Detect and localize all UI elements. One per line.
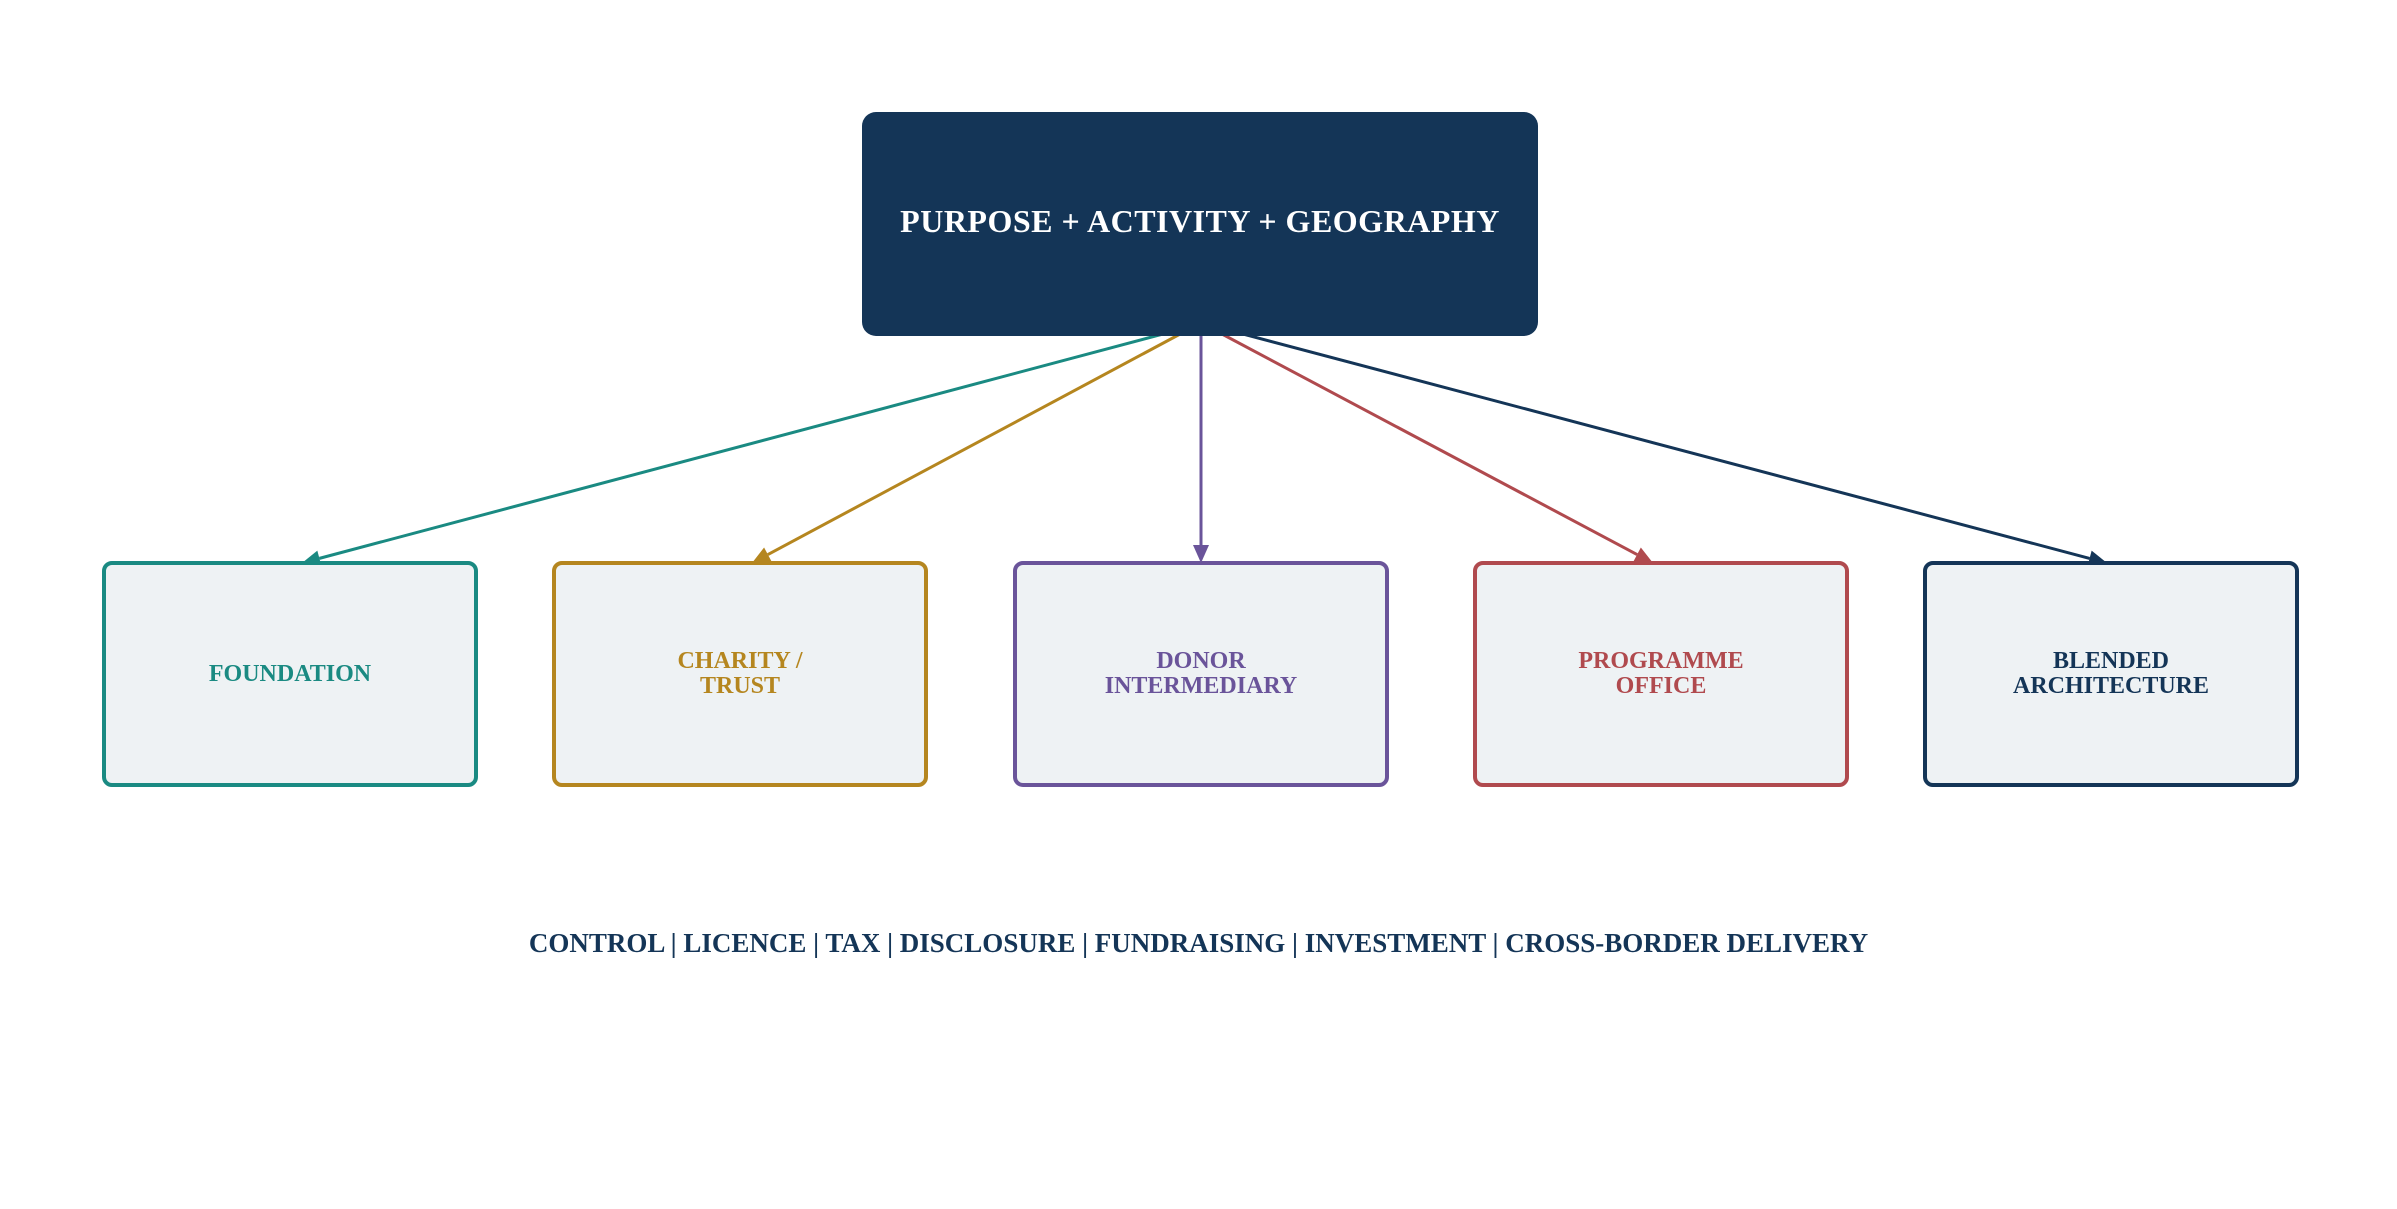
connector-programme-office bbox=[1204, 323, 1638, 556]
footer-criteria: CONTROL | LICENCE | TAX | DISCLOSURE | F… bbox=[528, 928, 1869, 958]
node-foundation: FOUNDATION bbox=[102, 561, 478, 787]
node-foundation-label: FOUNDATION bbox=[208, 660, 372, 687]
node-donor-intermediary: DONOR INTERMEDIARY bbox=[1013, 561, 1389, 787]
arrowhead-charity-trust bbox=[752, 547, 772, 563]
arrowhead-programme-office bbox=[1633, 547, 1653, 563]
connector-foundation bbox=[319, 323, 1198, 560]
node-programme-office-label: PROGRAMME OFFICE bbox=[1578, 648, 1744, 699]
node-blended-architecture-label: BLENDED ARCHITECTURE bbox=[2012, 648, 2210, 699]
arrowhead-donor-intermediary bbox=[1193, 545, 1209, 563]
node-donor-intermediary-label: DONOR INTERMEDIARY bbox=[1104, 648, 1298, 699]
node-charity-trust: CHARITY / TRUST bbox=[552, 561, 928, 787]
root-node: PURPOSE + ACTIVITY + GEOGRAPHY bbox=[862, 112, 1538, 336]
node-charity-trust-label: CHARITY / TRUST bbox=[677, 648, 803, 699]
node-blended-architecture: BLENDED ARCHITECTURE bbox=[1923, 561, 2299, 787]
connector-charity-trust bbox=[767, 323, 1198, 556]
connector-blended-architecture bbox=[1208, 323, 2090, 560]
node-programme-office: PROGRAMME OFFICE bbox=[1473, 561, 1849, 787]
root-node-label: PURPOSE + ACTIVITY + GEOGRAPHY bbox=[900, 202, 1500, 239]
